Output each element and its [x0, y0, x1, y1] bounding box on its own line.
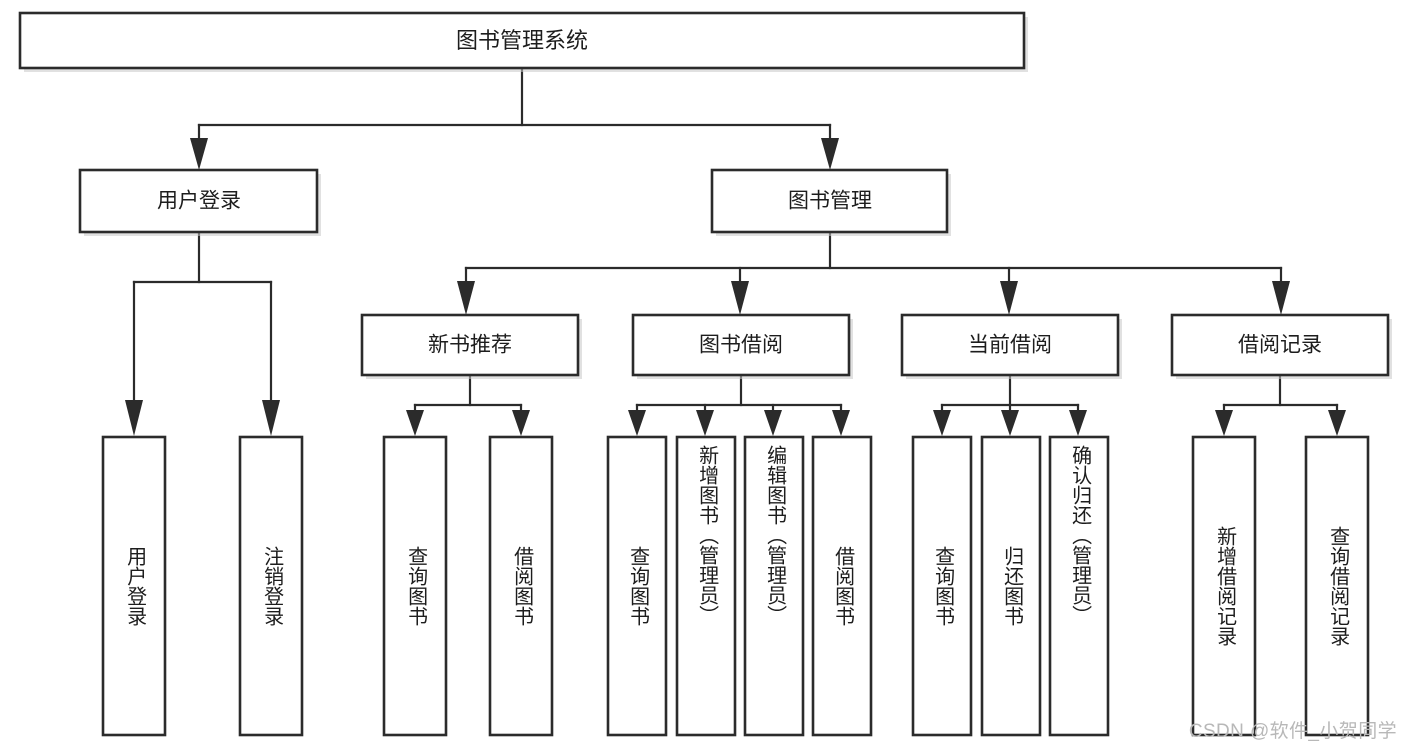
node-book-borrow-label: 图书借阅: [699, 334, 783, 357]
node-new-book-recommend[interactable]: 新书推荐: [360, 313, 582, 379]
node-borrow-record-rect[interactable]: [1170, 313, 1390, 377]
leaf-rect-logout[interactable]: [238, 435, 304, 737]
arrowhead-cb-leaf-1: [933, 410, 951, 436]
node-root-rect[interactable]: [18, 11, 1026, 70]
leaf-rect-cb-confirm-return[interactable]: [1048, 435, 1110, 737]
csdn-watermark: CSDN @软件_小贺同学: [1188, 721, 1397, 742]
node-current-borrow[interactable]: 当前借阅: [900, 313, 1122, 379]
node-book-borrow-rect[interactable]: [631, 313, 851, 377]
node-root[interactable]: 图书管理系统: [18, 11, 1028, 72]
arrowhead-user-login: [190, 138, 208, 170]
arrowhead-borrow-record: [1272, 281, 1290, 315]
node-book-manage-rect[interactable]: [710, 168, 949, 234]
arrowhead-br-leaf-2: [1328, 410, 1346, 436]
arrowhead-book-manage: [821, 138, 839, 170]
leaf-rect-cb-return-book[interactable]: [980, 435, 1042, 737]
arrowhead-nb-leaf-1: [406, 410, 424, 436]
node-book-manage-label: 图书管理: [788, 190, 872, 213]
node-current-borrow-rect[interactable]: [900, 313, 1120, 377]
node-user-login-label: 用户登录: [157, 190, 241, 213]
arrowhead-br-leaf-1: [1215, 410, 1233, 436]
node-book-manage[interactable]: 图书管理: [710, 168, 951, 236]
arrowhead-nb-leaf-2: [512, 410, 530, 436]
connectors: [125, 66, 1346, 436]
leaf-rect-user-login[interactable]: [101, 435, 167, 737]
arrowhead-leaf-user-login: [125, 400, 143, 436]
arrowhead-leaf-logout: [262, 400, 280, 436]
leaf-rect-br-add-record[interactable]: [1191, 435, 1257, 737]
node-current-borrow-label: 当前借阅: [968, 334, 1052, 357]
node-new-book-recommend-label: 新书推荐: [428, 334, 512, 357]
node-user-login[interactable]: 用户登录: [78, 168, 321, 236]
arrowhead-bb-leaf-4: [832, 410, 850, 436]
node-borrow-record[interactable]: 借阅记录: [1170, 313, 1392, 379]
arrowhead-current-borrow: [1000, 281, 1018, 315]
node-new-book-recommend-rect[interactable]: [360, 313, 580, 377]
node-borrow-record-label: 借阅记录: [1238, 334, 1322, 357]
arrowhead-bb-leaf-1: [628, 410, 646, 436]
leaf-rect-nb-query-book[interactable]: [382, 435, 448, 737]
arrowhead-new-book: [457, 281, 475, 315]
leaf-rect-cb-query-book[interactable]: [911, 435, 973, 737]
leaf-boxes: [101, 435, 1370, 737]
node-root-label: 图书管理系统: [456, 28, 588, 53]
arrowhead-bb-leaf-3: [764, 410, 782, 436]
arrowhead-bb-leaf-2: [696, 410, 714, 436]
arrowhead-cb-leaf-3: [1069, 410, 1087, 436]
arrowhead-cb-leaf-2: [1001, 410, 1019, 436]
leaf-rect-bb-borrow-book[interactable]: [811, 435, 873, 737]
leaf-rect-br-query-record[interactable]: [1304, 435, 1370, 737]
leaf-rect-bb-query-book[interactable]: [606, 435, 668, 737]
node-user-login-rect[interactable]: [78, 168, 319, 234]
arrowhead-book-borrow: [731, 281, 749, 315]
leaf-rect-bb-edit-book[interactable]: [743, 435, 805, 737]
node-book-borrow[interactable]: 图书借阅: [631, 313, 853, 379]
leaf-rect-nb-borrow-book[interactable]: [488, 435, 554, 737]
leaf-rect-bb-add-book[interactable]: [675, 435, 737, 737]
